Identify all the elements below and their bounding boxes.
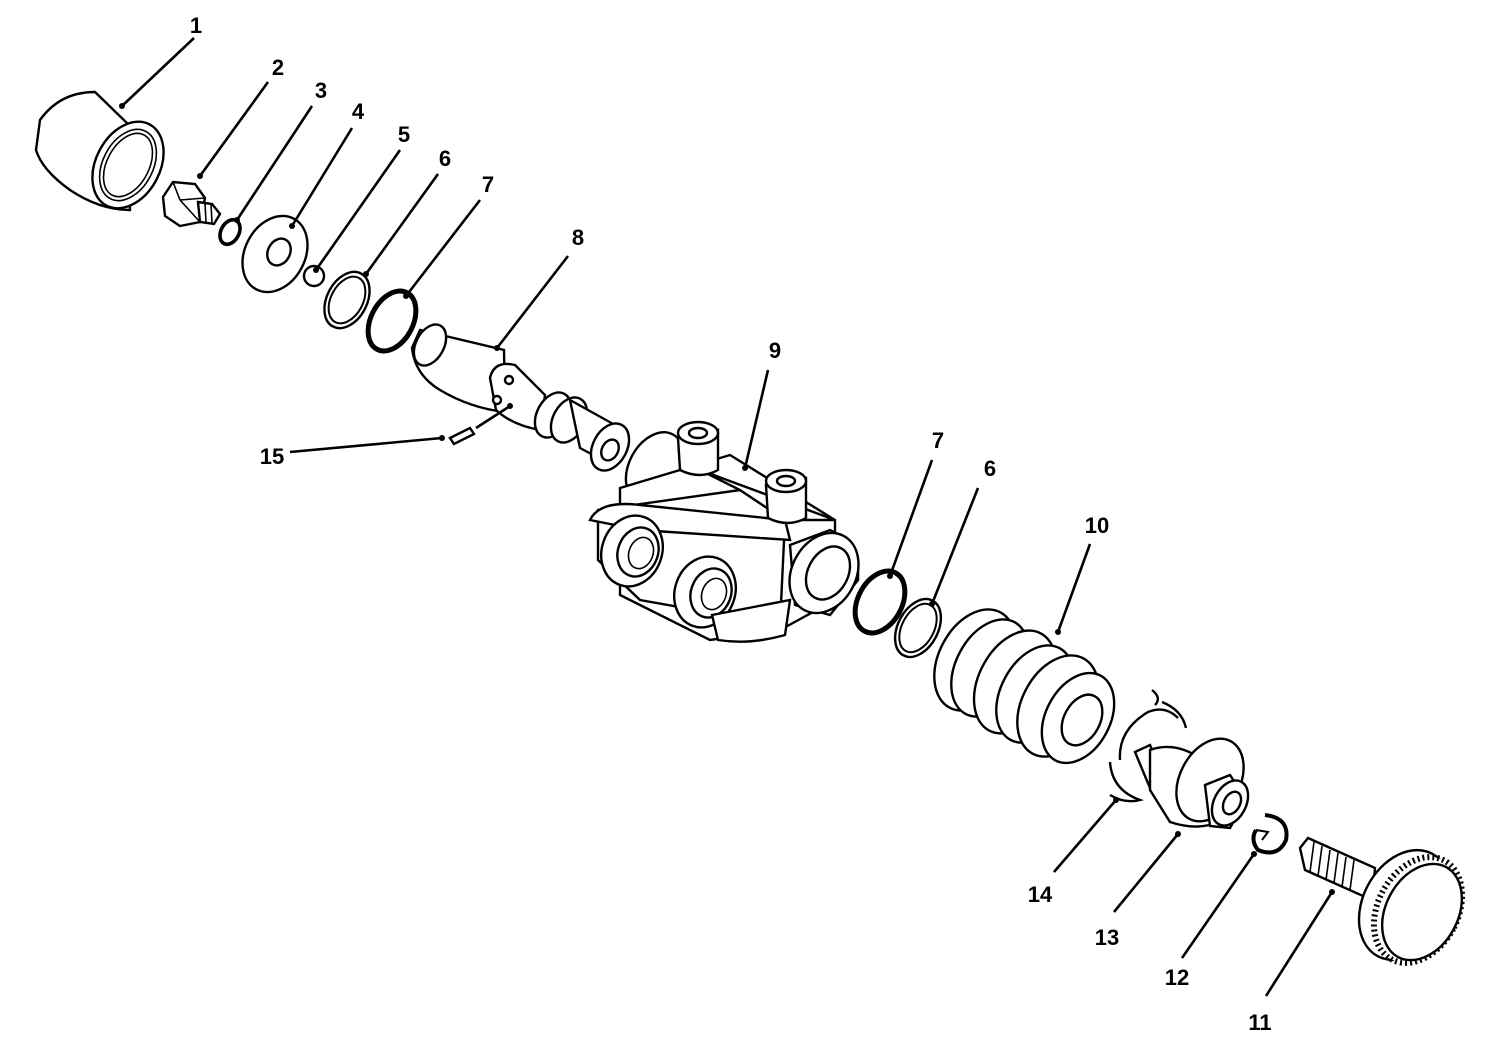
callout-14: 14 [1028,882,1053,907]
part-1-sleeve [34,90,165,212]
callout-11: 11 [1248,1010,1271,1035]
callout-6a: 6 [439,146,451,171]
part-15-roll-pin [448,426,476,446]
callout-9: 9 [769,338,781,363]
leader-lines [119,37,1335,997]
callout-15: 15 [260,444,284,469]
callout-8: 8 [572,225,584,250]
part-3-o-ring [218,217,242,247]
callout-7a: 7 [482,172,494,197]
callout-6b: 6 [984,456,996,481]
part-7-o-ring-lower [852,568,908,636]
callout-3: 3 [315,78,327,103]
callout-12: 12 [1165,965,1189,990]
callout-labels: 1 2 3 4 5 6 7 8 9 7 6 10 11 12 13 14 15 [190,13,1272,1035]
part-8-spool [410,323,631,472]
part-9-valve-body [588,420,860,643]
part-5-ball [302,264,326,288]
part-12-e-clip [1251,813,1289,855]
part-11-knob [1298,836,1466,966]
callout-10: 10 [1085,513,1109,538]
part-4-washer [241,214,309,294]
part-2-hex-fitting [161,180,222,228]
callout-4: 4 [352,99,365,124]
part-13-adapter [1133,737,1250,830]
part-6-ring-upper [323,270,371,330]
callout-5: 5 [398,122,410,147]
callout-7b: 7 [932,428,944,453]
callout-13: 13 [1095,925,1119,950]
part-10-bellows-boot [933,608,1116,765]
callout-1: 1 [190,13,202,38]
callout-2: 2 [272,55,284,80]
